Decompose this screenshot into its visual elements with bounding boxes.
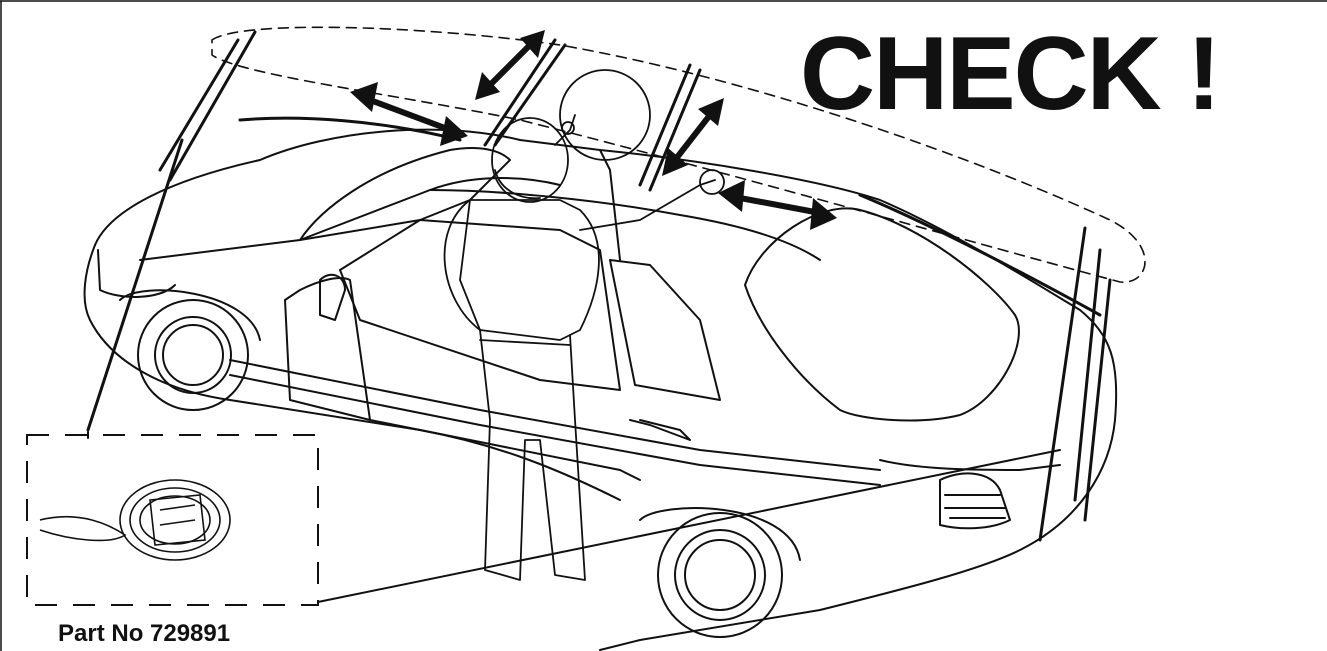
car-illustration [85,130,1117,650]
strap-coil-icon [40,480,230,560]
part-number-label: Part No 729891 [58,620,230,648]
roof-detail [560,70,650,160]
strap-inset [27,435,318,605]
check-title: CHECK ! [800,22,1219,126]
